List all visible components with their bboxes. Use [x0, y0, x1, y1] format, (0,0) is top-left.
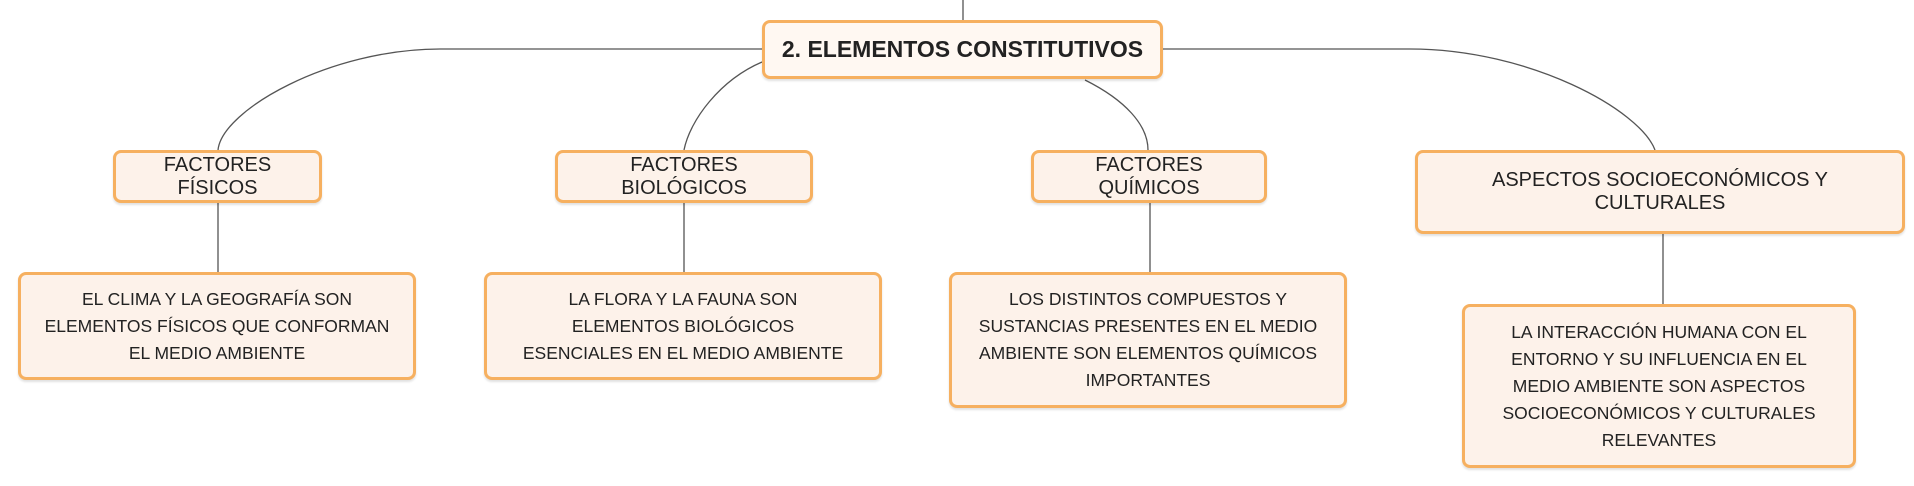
detail-node-fisicos[interactable]: EL CLIMA Y LA GEOGRAFÍA SON ELEMENTOS FÍ…	[18, 272, 416, 380]
detail-node-quimicos[interactable]: LOS DISTINTOS COMPUESTOS Y SUSTANCIAS PR…	[949, 272, 1347, 408]
branch-node-quimicos[interactable]: FACTORES QUÍMICOS	[1031, 150, 1267, 203]
detail-node-text: LA FLORA Y LA FAUNA SON ELEMENTOS BIOLÓG…	[522, 288, 844, 363]
detail-node-socioeconomicos[interactable]: LA INTERACCIÓN HUMANA CON EL ENTORNO Y S…	[1462, 304, 1856, 468]
root-node-label: 2. ELEMENTOS CONSTITUTIVOS	[781, 36, 1144, 62]
detail-node-text: LA INTERACCIÓN HUMANA CON EL ENTORNO Y S…	[1502, 321, 1816, 450]
branch-node-socioeconomicos[interactable]: ASPECTOS SOCIOECONÓMICOS Y CULTURALES	[1415, 150, 1905, 234]
branch-node-fisicos[interactable]: FACTORES FÍSICOS	[113, 150, 322, 203]
connector-root-to-quimicos	[1084, 79, 1149, 151]
detail-node-biologicos[interactable]: LA FLORA Y LA FAUNA SON ELEMENTOS BIOLÓG…	[484, 272, 882, 380]
detail-node-text: LOS DISTINTOS COMPUESTOS Y SUSTANCIAS PR…	[978, 289, 1318, 390]
connector-root-to-fisicos	[217, 48, 762, 151]
root-node[interactable]: 2. ELEMENTOS CONSTITUTIVOS	[762, 20, 1163, 79]
branch-node-label: FACTORES QUÍMICOS	[1095, 153, 1203, 199]
branch-node-label: ASPECTOS SOCIOECONÓMICOS Y CULTURALES	[1492, 169, 1828, 214]
branch-node-label: FACTORES BIOLÓGICOS	[621, 153, 747, 199]
branch-node-biologicos[interactable]: FACTORES BIOLÓGICOS	[555, 150, 813, 203]
detail-node-text: EL CLIMA Y LA GEOGRAFÍA SON ELEMENTOS FÍ…	[44, 288, 390, 363]
branch-node-label: FACTORES FÍSICOS	[163, 153, 272, 199]
connector-root-to-biologicos	[683, 61, 763, 151]
connector-root-to-socio	[1163, 48, 1656, 151]
